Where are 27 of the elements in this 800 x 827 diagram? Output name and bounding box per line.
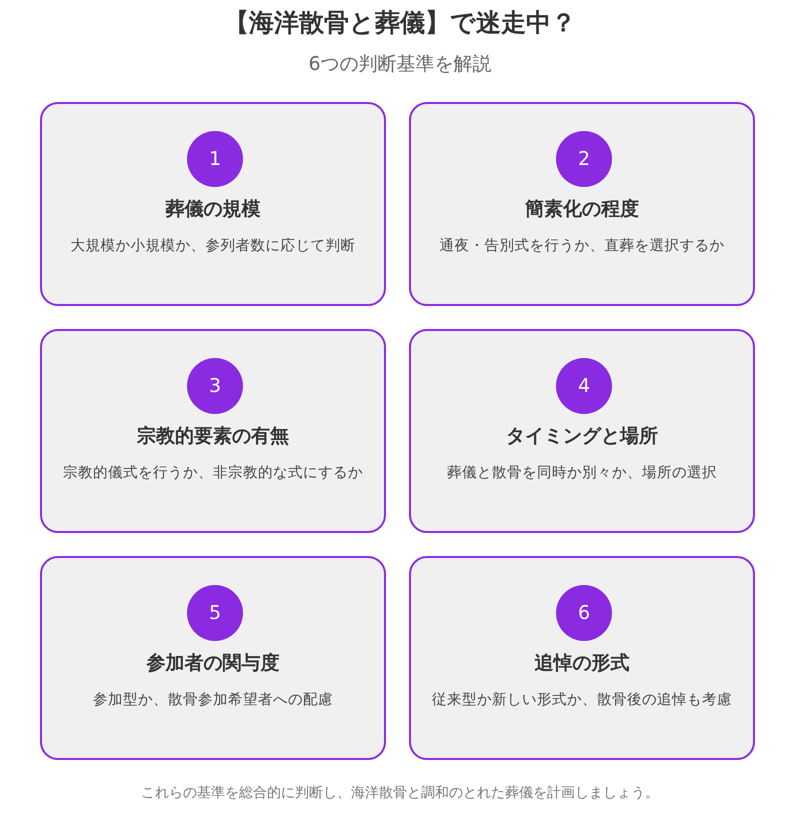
number-circle: 6 (556, 585, 612, 641)
card-heading: 参加者の関与度 (146, 651, 280, 676)
number-circle: 3 (187, 358, 243, 414)
card-description: 通夜・告別式を行うか、直葬を選択するか (440, 236, 724, 256)
number-circle: 5 (187, 585, 243, 641)
criterion-card (409, 102, 755, 306)
criterion-card (409, 556, 755, 760)
card-description: 参加型か、散骨参加希望者への配慮 (93, 691, 333, 710)
subtitle: 6つの判断基準を解説 (307, 52, 493, 77)
title: 【海洋散骨と葬儀】で迷走中？ (223, 7, 577, 39)
card-description: 宗教的儀式を行うか、非宗教的な式にするか (63, 464, 363, 483)
criterion-card (40, 556, 386, 760)
card-heading: タイミングと場所 (505, 424, 659, 449)
card-description: 従来型か新しい形式か、散骨後の追悼も考慮 (432, 690, 732, 710)
card-heading: 宗教的要素の有無 (136, 424, 290, 449)
number-circle: 2 (556, 131, 612, 187)
card-heading: 簡素化の程度 (524, 197, 640, 222)
criterion-card (40, 102, 386, 306)
criterion-card (40, 329, 386, 533)
card-heading: 葬儀の規模 (164, 197, 262, 222)
card-description: 大規模か小規模か、参列者数に応じて判断 (70, 236, 356, 256)
card-heading: 追悼の形式 (534, 651, 630, 676)
criterion-card (409, 329, 755, 533)
card-description: 葬儀と散骨を同時か別々か、場所の選択 (447, 464, 717, 483)
number-circle: 4 (556, 358, 612, 414)
number-circle: 1 (187, 131, 243, 187)
caption: これらの基準を総合的に判断し、海洋散骨と調和のとれた葬儀を計画しましょう。 (140, 784, 660, 802)
